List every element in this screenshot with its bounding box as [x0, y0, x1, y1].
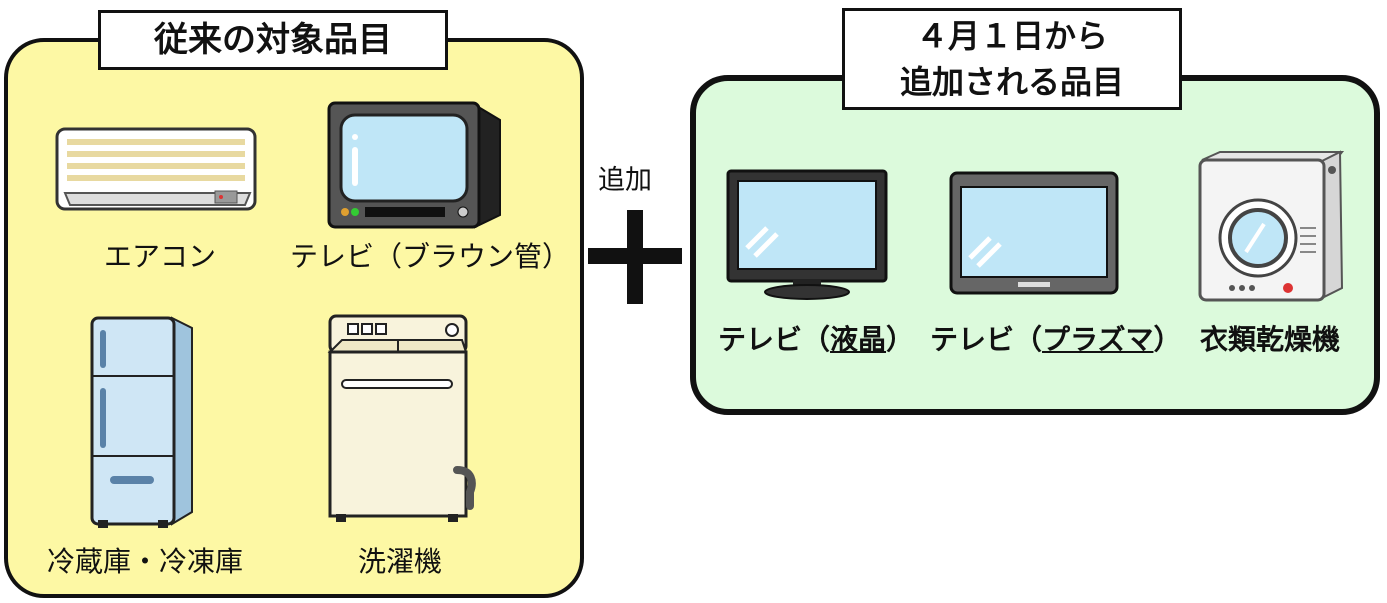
plasma-tv-label: テレビ（プラズマ） — [930, 318, 1181, 358]
addition-label: 追加 — [598, 165, 652, 196]
crt-tv-label: テレビ（ブラウン管） — [290, 240, 571, 273]
lcd-tv-label-suffix: ） — [886, 323, 915, 356]
lcd-tv-icon — [726, 169, 888, 300]
plasma-tv-icon — [949, 171, 1119, 295]
refrigerator-label: 冷蔵庫・冷凍庫 — [46, 545, 243, 578]
existing-items-title: 従来の対象品目 — [98, 10, 448, 70]
lcd-tv-label-underlined: 液晶 — [830, 323, 887, 356]
washing-machine-icon — [327, 314, 476, 522]
washing-machine-label: 洗濯機 — [357, 545, 442, 578]
clothes-dryer-icon — [1198, 150, 1345, 302]
air-conditioner-icon — [55, 127, 257, 211]
crt-tv-icon — [327, 101, 501, 229]
new-items-title-line1: ４月１日から — [915, 17, 1108, 55]
plasma-tv-label-suffix: ） — [1153, 323, 1182, 356]
new-items-title-line2: 追加される品目 — [899, 63, 1124, 101]
refrigerator-icon — [90, 316, 193, 528]
plus-icon — [588, 210, 682, 304]
clothes-dryer-label: 衣類乾燥機 — [1199, 323, 1340, 356]
lcd-tv-label-prefix: テレビ（ — [718, 323, 831, 356]
lcd-tv-label: テレビ（液晶） — [718, 318, 914, 358]
plasma-tv-label-prefix: テレビ（ — [930, 323, 1043, 356]
air-conditioner-label: エアコン — [103, 240, 216, 273]
plasma-tv-label-underlined: プラズマ — [1042, 323, 1154, 356]
new-items-title: ４月１日から 追加される品目 — [842, 8, 1182, 110]
